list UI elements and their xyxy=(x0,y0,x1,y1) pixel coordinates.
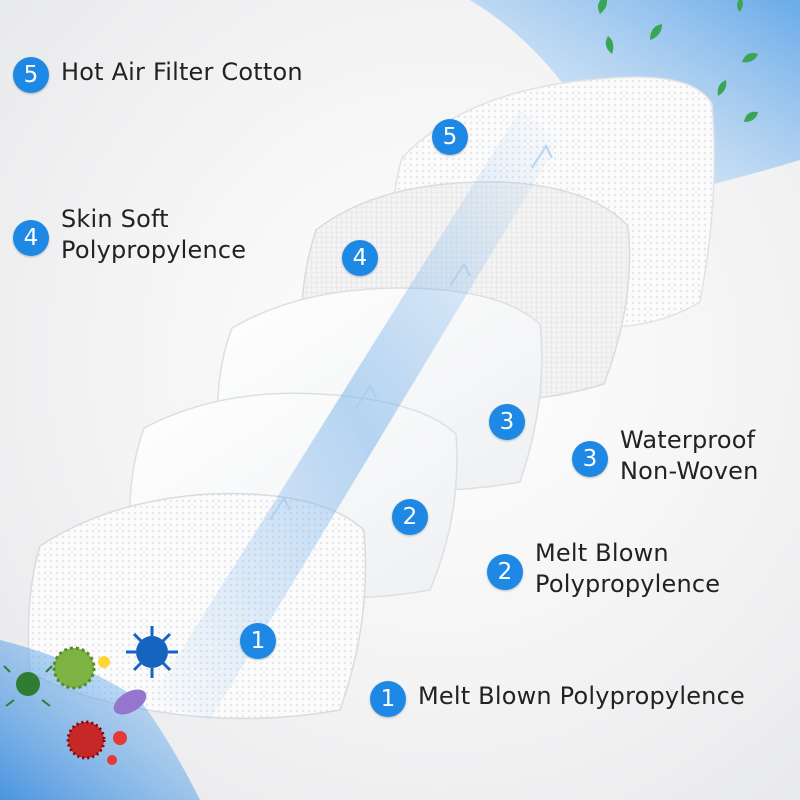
layer-4-line-2: Polypropylence xyxy=(61,236,247,264)
germ-icon xyxy=(113,731,127,745)
layer-3-badge: 3 xyxy=(572,441,608,477)
airflow-beam xyxy=(150,110,560,720)
layer-1-badge: 1 xyxy=(370,681,406,717)
sheet-2-number: 2 xyxy=(392,499,428,535)
layer-1-label: 1 Melt Blown Polypropylence xyxy=(370,681,745,717)
layer-2-line-1: Melt Blown xyxy=(535,539,669,567)
germ-icons xyxy=(3,626,178,765)
dirty-airflow xyxy=(0,640,200,800)
germ-icon xyxy=(3,665,53,707)
layer-2-label: 2 Melt Blown Polypropylence xyxy=(487,538,720,600)
layer-5-label: 5 Hot Air Filter Cotton xyxy=(13,57,303,93)
layer-2-badge: 2 xyxy=(487,554,523,590)
layer-5-text: Hot Air Filter Cotton xyxy=(61,57,303,88)
layer-4-label: 4 Skin Soft Polypropylence xyxy=(13,204,246,266)
sheet-1-number: 1 xyxy=(240,623,276,659)
layer-3-line-2: Non-Woven xyxy=(620,457,759,485)
layer-2-text: Melt Blown Polypropylence xyxy=(535,538,720,600)
layer-1-line-1: Melt Blown Polypropylence xyxy=(418,682,745,710)
germ-icon xyxy=(66,720,106,760)
layer-3-text: Waterproof Non-Woven xyxy=(620,425,759,487)
layer-4-line-1: Skin Soft xyxy=(61,205,169,233)
germ-icon xyxy=(107,755,117,765)
germ-icon xyxy=(98,656,110,668)
sheet-4-number: 4 xyxy=(342,240,378,276)
sheet-3-number: 3 xyxy=(489,404,525,440)
germ-icon xyxy=(126,626,178,678)
layer-3-line-1: Waterproof xyxy=(620,426,756,454)
layer-1-text: Melt Blown Polypropylence xyxy=(418,681,745,712)
layer-4-badge: 4 xyxy=(13,220,49,256)
layer-4-text: Skin Soft Polypropylence xyxy=(61,204,246,266)
sheet-5-number: 5 xyxy=(432,119,468,155)
layer-5-badge: 5 xyxy=(13,57,49,93)
germ-icon xyxy=(52,646,96,690)
layer-3-label: 3 Waterproof Non-Woven xyxy=(572,425,759,487)
layer-2-line-2: Polypropylence xyxy=(535,570,721,598)
germ-icon xyxy=(113,689,147,715)
airflow-arrows xyxy=(269,143,553,521)
layer-5-line-1: Hot Air Filter Cotton xyxy=(61,58,303,86)
